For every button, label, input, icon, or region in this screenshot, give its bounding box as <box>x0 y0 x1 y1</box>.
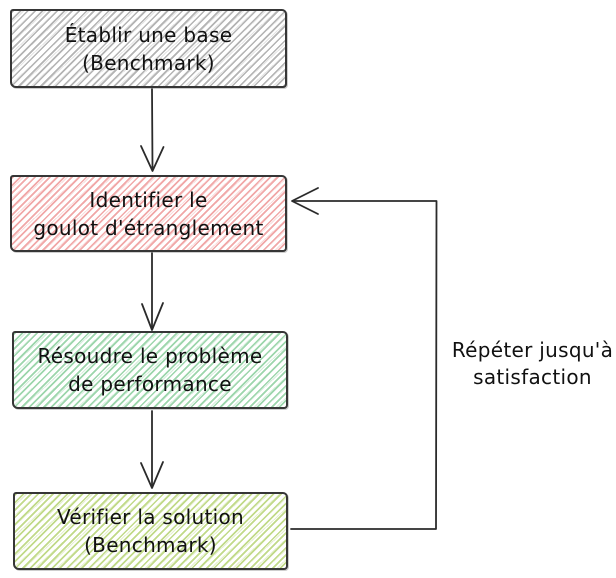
node-identify-bottleneck-line2: goulot d'étranglement <box>33 215 264 240</box>
node-solve-performance-line1: Résoudre le problème <box>37 344 263 368</box>
arrow-identify-to-solve-icon <box>141 252 164 331</box>
node-establish-baseline-line1: Établir une base <box>64 22 233 47</box>
arrow-establish-to-identify-icon <box>140 88 165 172</box>
node-verify-solution-line1: Vérifier la solution <box>56 505 245 529</box>
arrow-solve-to-verify-icon <box>140 410 164 489</box>
node-solve-performance-line2: de performance <box>68 372 232 396</box>
node-identify-bottleneck-line1: Identifier le <box>89 187 208 212</box>
node-verify-solution: Vérifier la solution (Benchmark) <box>13 492 288 570</box>
node-solve-performance: Résoudre le problème de performance <box>12 331 288 409</box>
node-verify-solution-line2: (Benchmark) <box>84 533 217 557</box>
loop-arrow-verify-to-identify-icon <box>290 187 438 530</box>
node-establish-baseline-line2: (Benchmark) <box>82 50 215 75</box>
loop-label-line2: satisfaction <box>473 365 592 389</box>
loop-label-line1: Répéter jusqu'à <box>451 338 614 362</box>
loop-label: Répéter jusqu'à satisfaction <box>440 337 616 391</box>
node-establish-baseline: Établir une base (Benchmark) <box>10 9 287 88</box>
node-identify-bottleneck: Identifier le goulot d'étranglement <box>10 175 287 252</box>
